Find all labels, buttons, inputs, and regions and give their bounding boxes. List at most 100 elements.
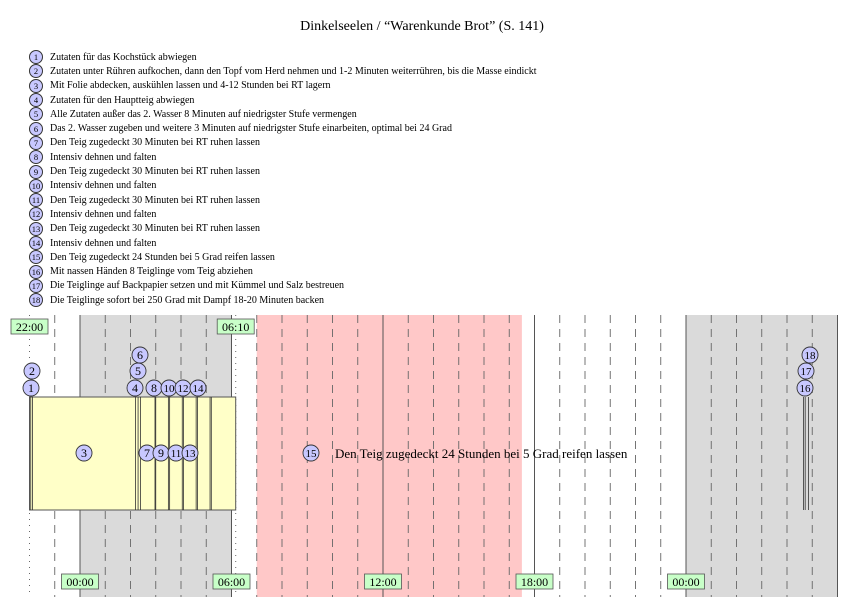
time-label-text: 18:00 bbox=[521, 575, 548, 589]
step-marker-circle bbox=[75, 444, 93, 462]
step-marker-number: 7 bbox=[144, 446, 150, 460]
step-text: Den Teig zugedeckt 30 Minuten bei RT ruh… bbox=[50, 137, 260, 149]
step-text: Intensiv dehnen und falten bbox=[50, 180, 157, 192]
step-text: Intensiv dehnen und falten bbox=[50, 151, 157, 163]
step-text: Den Teig zugedeckt 30 Minuten bei RT ruh… bbox=[50, 194, 260, 206]
step-text: Die Teiglinge auf Backpapier setzen und … bbox=[50, 280, 345, 292]
step-item: 1 Zutaten für das Kochstück abwiegen bbox=[29, 50, 536, 65]
start-time-label: 22:00 bbox=[10, 318, 49, 335]
time-label-text: 12:00 bbox=[369, 575, 396, 589]
step-marker: 9 bbox=[152, 444, 170, 462]
step-text: Die Teiglinge sofort bei 250 Grad mit Da… bbox=[50, 294, 325, 306]
time-label-text: 00:00 bbox=[66, 575, 93, 589]
step-marker: 16 bbox=[796, 379, 814, 397]
hour-label: 12:00 bbox=[364, 573, 402, 590]
step-number-badge: 9 bbox=[29, 164, 43, 179]
step-marker: 13 bbox=[181, 444, 199, 462]
step-text: Zutaten für den Hauptteig abwiegen bbox=[50, 94, 195, 106]
hour-label: 00:00 bbox=[61, 573, 99, 590]
step-marker-number: 14 bbox=[193, 383, 205, 395]
warm-band bbox=[256, 315, 522, 597]
step-marker: 10 bbox=[160, 379, 178, 397]
step-marker-number: 13 bbox=[185, 448, 197, 460]
hour-label: 00:00 bbox=[667, 573, 705, 590]
step-number-badge: 8 bbox=[29, 150, 43, 165]
step-text: Mit nassen Händen 8 Teiglinge vom Teig a… bbox=[50, 266, 253, 278]
step-marker-number: 1 bbox=[28, 381, 34, 395]
step-marker-number: 5 bbox=[135, 364, 141, 378]
step-marker: 4 bbox=[126, 379, 144, 397]
step-marker: 3 bbox=[75, 444, 93, 462]
step-item: 9 Den Teig zugedeckt 30 Minuten bei RT ru… bbox=[29, 164, 536, 179]
step-number-badge: 13 bbox=[29, 221, 43, 236]
step-marker: 15 bbox=[302, 444, 320, 462]
step-text: Alle Zutaten außer das 2. Wasser 8 Minut… bbox=[50, 108, 357, 120]
step-number-badge: 18 bbox=[29, 293, 43, 308]
step-marker-number: 6 bbox=[137, 348, 143, 362]
step-text: Mit Folie abdecken, auskühlen lassen und… bbox=[50, 80, 331, 92]
step-marker-circle bbox=[181, 444, 199, 462]
step-marker-circle bbox=[801, 346, 819, 364]
step-marker-circle bbox=[126, 379, 144, 397]
step-item: 4 Zutaten für den Hauptteig abwiegen bbox=[29, 93, 536, 108]
step-marker: 2 bbox=[23, 362, 41, 380]
step-text: Intensiv dehnen und falten bbox=[50, 208, 157, 220]
step-marker-circle bbox=[22, 379, 40, 397]
step-text: Zutaten unter Rühren aufkochen, dann den… bbox=[50, 65, 537, 77]
diagram-title: Dinkelseelen / “Warenkunde Brot” (S. 141… bbox=[300, 19, 544, 34]
step-marker-circle bbox=[189, 379, 207, 397]
time-label-text: 06:00 bbox=[218, 575, 245, 589]
step-number-badge: 15 bbox=[29, 250, 43, 265]
end-time-label: 06:10 bbox=[216, 318, 255, 335]
time-label-box bbox=[212, 573, 251, 590]
step-marker-number: 16 bbox=[800, 383, 812, 395]
step-number-badge: 1 bbox=[29, 50, 43, 65]
hour-label: 18:00 bbox=[515, 573, 554, 590]
step-number-badge: 12 bbox=[29, 207, 43, 222]
step-text: Den Teig zugedeckt 30 Minuten bei RT ruh… bbox=[50, 166, 260, 178]
step-item: 12 Intensiv dehnen und falten bbox=[29, 207, 536, 222]
time-label-box bbox=[61, 573, 99, 590]
step-text: Das 2. Wasser zugeben und weitere 3 Minu… bbox=[50, 123, 452, 135]
step-marker-circle bbox=[797, 362, 815, 380]
time-label-box bbox=[364, 573, 402, 590]
step-marker-number: 11 bbox=[171, 448, 182, 460]
time-label-text: 06:10 bbox=[222, 320, 249, 334]
step-marker-circle bbox=[23, 362, 41, 380]
step-marker: 1 bbox=[22, 379, 40, 397]
time-label-text: 00:00 bbox=[672, 575, 699, 589]
step-text: Den Teig zugedeckt 24 Stunden bei 5 Grad… bbox=[50, 251, 275, 263]
step-marker: 6 bbox=[131, 346, 149, 364]
step-marker: 5 bbox=[129, 362, 147, 380]
time-label-box bbox=[216, 318, 255, 335]
step-15-label: Den Teig zugedeckt 24 Stunden bei 5 Grad… bbox=[335, 446, 628, 461]
timeline-bar bbox=[29, 396, 237, 511]
step-number-badge: 14 bbox=[29, 236, 43, 250]
step-number-badge: 3 bbox=[29, 78, 43, 93]
step-marker-circle bbox=[302, 444, 320, 462]
step-marker-number: 10 bbox=[164, 383, 176, 395]
step-number-badge: 4 bbox=[29, 93, 43, 108]
step-marker-number: 4 bbox=[132, 381, 138, 395]
step-number-badge: 11 bbox=[29, 193, 43, 208]
step-item: 18 Die Teiglinge sofort bei 250 Grad mit … bbox=[29, 293, 536, 308]
step-marker-number: 12 bbox=[178, 383, 189, 395]
step-text: Zutaten für das Kochstück abwiegen bbox=[50, 51, 197, 63]
step-item: 3 Mit Folie abdecken, auskühlen lassen un… bbox=[29, 78, 536, 93]
step-marker-number: 15 bbox=[306, 448, 318, 460]
step-marker-number: 2 bbox=[29, 364, 35, 378]
step-marker-circle bbox=[796, 379, 814, 397]
hour-label: 06:00 bbox=[212, 573, 251, 590]
step-marker: 17 bbox=[797, 362, 815, 380]
time-label-box bbox=[667, 573, 705, 590]
step-number-badge: 5 bbox=[29, 107, 43, 122]
step-item: 5 Alle Zutaten außer das 2. Wasser 8 Minu… bbox=[29, 107, 536, 122]
